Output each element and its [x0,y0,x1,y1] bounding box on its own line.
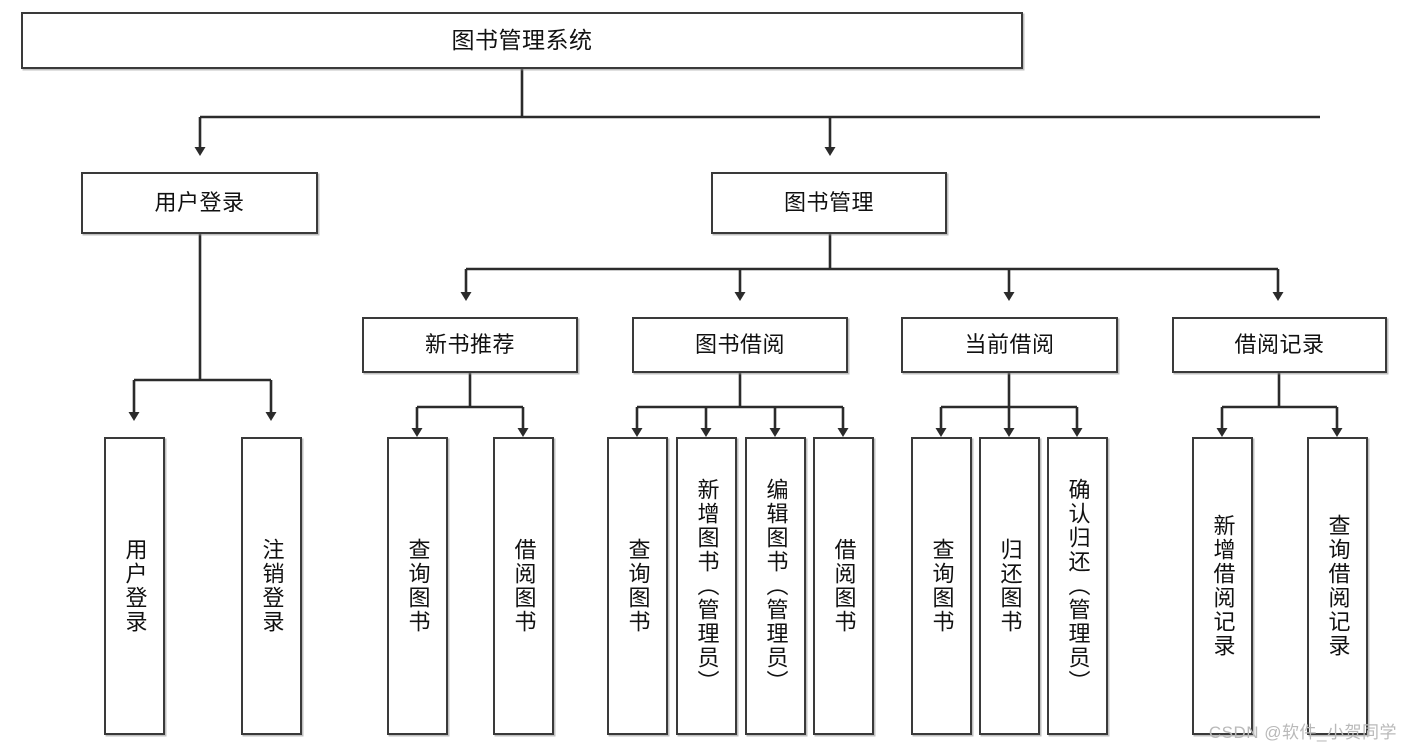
node-label: 新增图书（管理员） [694,478,720,694]
node-label: 确认归还（管理员） [1065,478,1091,694]
node-book-management[interactable]: 图书管理 [711,172,947,234]
leaf-user-login[interactable]: 用户登录 [104,437,165,735]
leaf-logout[interactable]: 注销登录 [241,437,302,735]
node-label: 注销登录 [259,538,285,634]
leaf-confirm-return-admin[interactable]: 确认归还（管理员） [1047,437,1108,735]
leaf-query-book-recommend[interactable]: 查询图书 [387,437,448,735]
node-label: 借阅图书 [831,538,857,634]
node-new-book-recommend[interactable]: 新书推荐 [362,317,578,373]
node-label: 用户登录 [122,538,148,634]
leaf-borrow-book-recommend[interactable]: 借阅图书 [493,437,554,735]
node-label: 查询图书 [929,538,955,634]
node-label: 查询图书 [405,538,431,634]
node-label: 归还图书 [997,538,1023,634]
node-book-borrow[interactable]: 图书借阅 [632,317,848,373]
node-borrow-record[interactable]: 借阅记录 [1172,317,1387,373]
leaf-return-book[interactable]: 归还图书 [979,437,1040,735]
node-label: 图书管理 [783,190,874,216]
node-label: 查询图书 [625,538,651,634]
node-user-login[interactable]: 用户登录 [81,172,318,234]
leaf-add-borrow-record[interactable]: 新增借阅记录 [1192,437,1253,735]
node-label: 当前借阅 [964,332,1055,358]
leaf-add-book-admin[interactable]: 新增图书（管理员） [676,437,737,735]
node-label: 图书管理系统 [451,27,593,54]
leaf-query-book-current[interactable]: 查询图书 [911,437,972,735]
leaf-query-book-borrow[interactable]: 查询图书 [607,437,668,735]
node-root-book-management-system[interactable]: 图书管理系统 [21,12,1023,69]
node-label: 查询借阅记录 [1325,514,1351,658]
node-label: 编辑图书（管理员） [763,478,789,694]
node-current-borrow[interactable]: 当前借阅 [901,317,1118,373]
node-label: 用户登录 [154,190,245,216]
csdn-watermark: CSDN @软件_小贺同学 [1208,723,1397,742]
node-label: 新书推荐 [424,332,515,358]
leaf-borrow-book[interactable]: 借阅图书 [813,437,874,735]
node-label: 借阅图书 [511,538,537,634]
leaf-edit-book-admin[interactable]: 编辑图书（管理员） [745,437,806,735]
node-label: 新增借阅记录 [1210,514,1236,658]
node-label: 借阅记录 [1234,332,1325,358]
node-label: 图书借阅 [694,332,785,358]
leaf-query-borrow-record[interactable]: 查询借阅记录 [1307,437,1368,735]
